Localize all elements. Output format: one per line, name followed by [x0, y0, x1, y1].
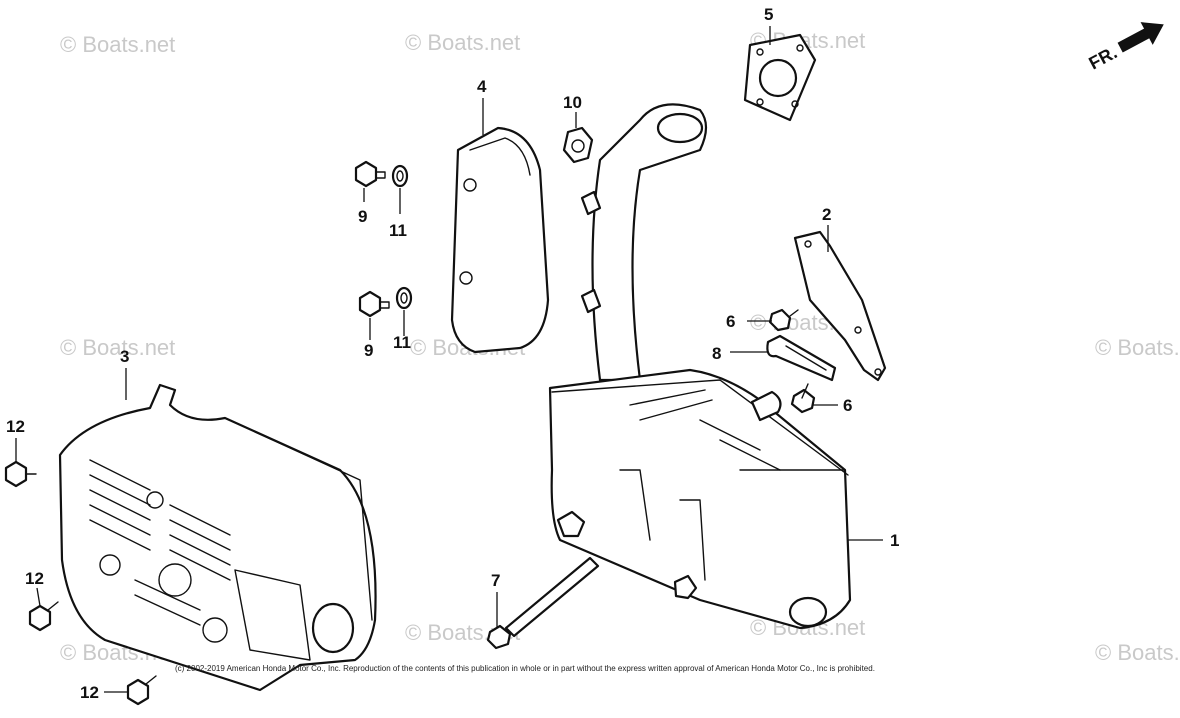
callout-1: 1: [890, 531, 899, 550]
callout-8: 8: [712, 344, 721, 363]
flange-nut: [562, 126, 594, 164]
muffler-protector: [450, 126, 550, 354]
callout-labels: 1 2 3 4 5 6 6 7 8 9 9 10 11 11 12 12 12: [6, 5, 899, 702]
flange-bolt-lower: [790, 383, 816, 414]
callout-12-top: 12: [6, 417, 25, 436]
callout-5: 5: [764, 5, 773, 24]
watermark: © Boats.net: [1095, 640, 1180, 665]
callout-3: 3: [120, 347, 129, 366]
callout-9-lower: 9: [364, 341, 373, 360]
callout-9-upper: 9: [358, 207, 367, 226]
leader-lines: [15, 26, 883, 693]
arrow-icon: [1117, 22, 1164, 53]
front-direction-arrow: FR.: [1085, 22, 1164, 73]
muffler-stay: [793, 230, 887, 382]
bolt-lower: [358, 290, 390, 318]
flange-bolt-upper: [768, 308, 799, 332]
copyright-notice: (c) 2002-2019 American Honda Motor Co., …: [175, 664, 875, 673]
callout-10: 10: [563, 93, 582, 112]
callout-6-lower: 6: [843, 396, 852, 415]
bolt-upper: [354, 160, 386, 188]
callout-7: 7: [491, 571, 500, 590]
callout-12-middle: 12: [25, 569, 44, 588]
watermark: © Boats.net: [405, 30, 520, 55]
callout-11-lower: 11: [393, 333, 411, 352]
callout-6-upper: 6: [726, 312, 735, 331]
watermark: © Boats.net: [60, 335, 175, 360]
cover-bolt-bottom: [126, 675, 157, 706]
long-bolt: [486, 556, 600, 650]
cover-bolt-middle: [28, 601, 59, 632]
direction-label: FR.: [1085, 42, 1120, 73]
callout-11-upper: 11: [389, 221, 407, 240]
washer-lower: [395, 286, 413, 310]
callout-12-bottom: 12: [80, 683, 99, 702]
muffler-cover: [58, 383, 377, 692]
callout-2: 2: [822, 205, 831, 224]
exhaust-gasket: [743, 33, 817, 122]
muffler: [548, 103, 852, 630]
callout-4: 4: [477, 77, 487, 96]
cover-bolt-top: [4, 460, 37, 488]
washer-upper: [391, 164, 409, 188]
muffler-clamp: [766, 334, 837, 382]
watermark: © Boats.net: [1095, 335, 1180, 360]
watermark: © Boats.net: [60, 32, 175, 57]
